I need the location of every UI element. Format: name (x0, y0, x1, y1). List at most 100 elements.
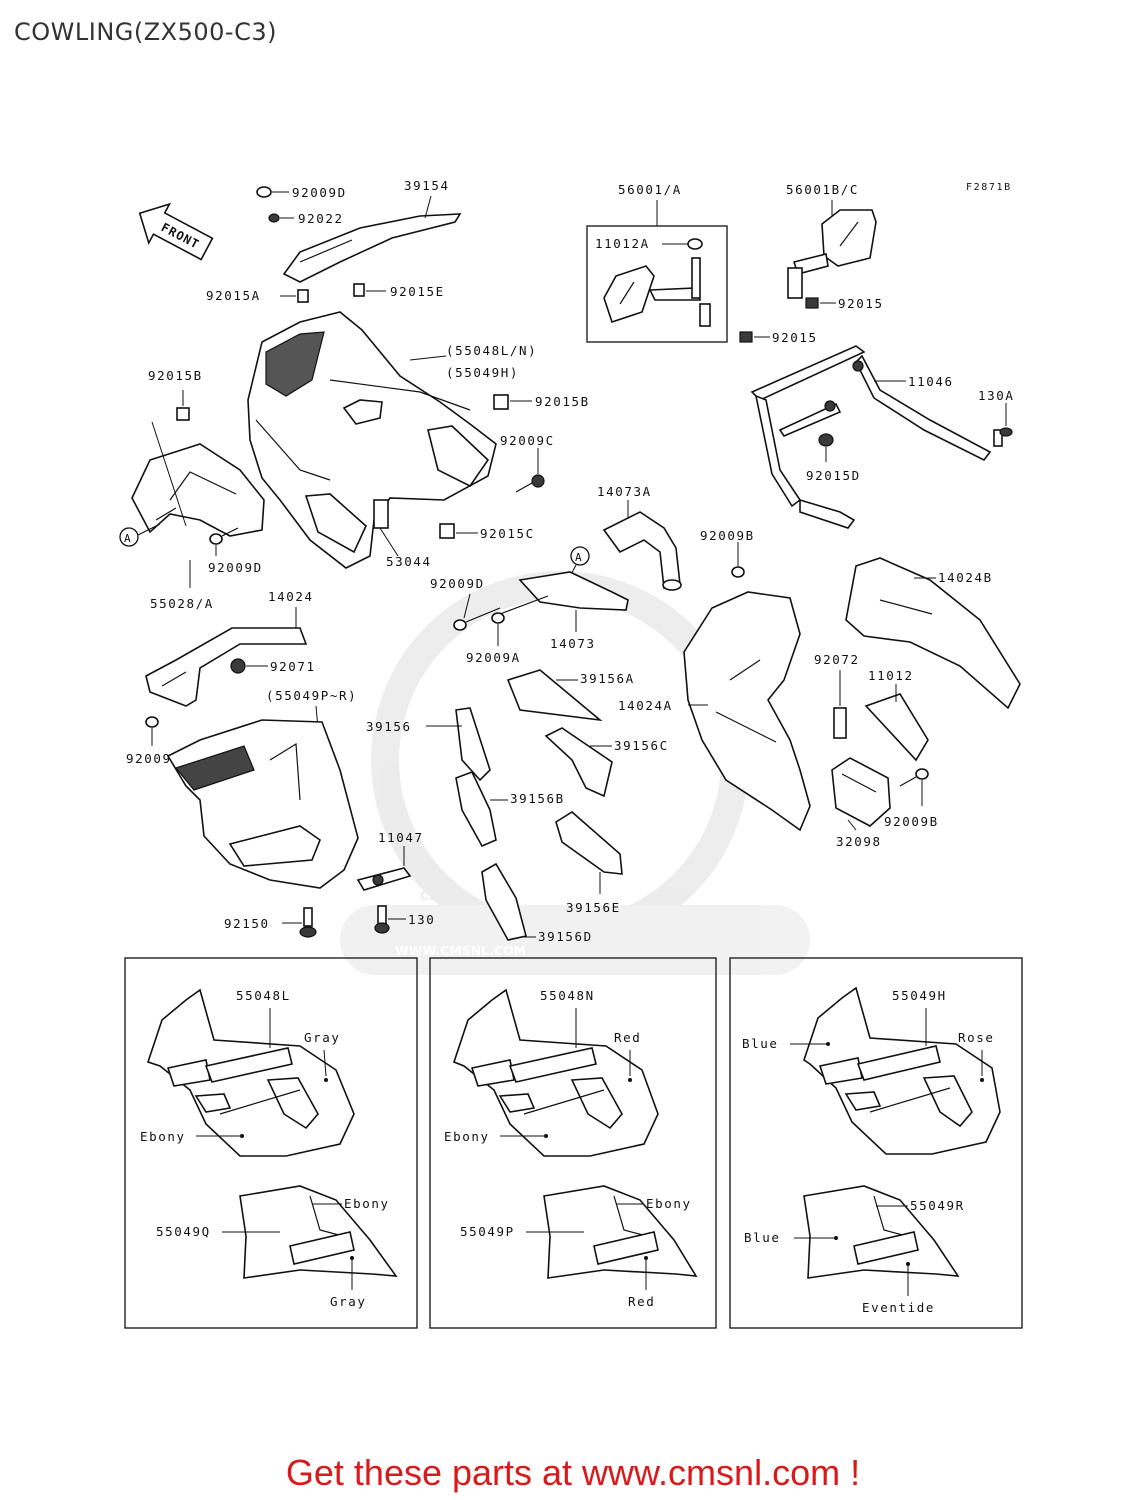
label-39156: 39156 (366, 719, 412, 734)
screw-92009B-b (899, 768, 929, 787)
variant-3-lower-color1: Blue (744, 1230, 781, 1245)
label-39156C: 39156C (614, 738, 669, 753)
variant-3-upper-part: 55049H (892, 988, 947, 1003)
variant-box-2 (429, 957, 717, 1329)
variant-3-lower-part: 55049R (910, 1198, 965, 1213)
screw-92009C (515, 474, 545, 493)
pad-39156C (544, 727, 613, 798)
lid-11012 (864, 693, 929, 762)
mirror-56001BC (787, 209, 877, 299)
label-11012A: 11012A (595, 236, 650, 251)
watermark-brand: CMS (420, 888, 451, 903)
clip-92015B-r (493, 394, 509, 410)
label-39156E: 39156E (566, 900, 621, 915)
nut-92015-r1 (805, 297, 819, 309)
variant-1-lower-color1: Ebony (344, 1196, 390, 1211)
label-32098: 32098 (836, 834, 882, 849)
label-14073A: 14073A (597, 484, 652, 499)
bracket-11046 (750, 345, 992, 529)
label-14073: 14073 (550, 636, 596, 651)
variant-2-lower-part: 55049P (460, 1224, 515, 1239)
cap-11012A (687, 238, 703, 250)
label-92009B-t: 92009B (700, 528, 755, 543)
clip-92015B-l (176, 407, 190, 421)
bolt-130 (374, 905, 390, 934)
label-14024B: 14024B (938, 570, 993, 585)
duct-14073 (499, 571, 629, 615)
label-11012: 11012 (868, 668, 914, 683)
label-92150: 92150 (224, 916, 270, 931)
ref-marker-a-center (570, 546, 590, 566)
windscreen-39154 (282, 213, 462, 283)
label-92015-r2: 92015 (772, 330, 818, 345)
page-title: COWLING(ZX500-C3) (14, 18, 277, 46)
variant-1-upper-cowl (146, 988, 355, 1157)
label-92015D: 92015D (806, 468, 861, 483)
screw-92009B-t (731, 566, 745, 578)
nut-92015A (297, 289, 309, 303)
label-56001BC: 56001B/C (786, 182, 859, 197)
label-11047: 11047 (378, 830, 424, 845)
variant-2-upper-cowl (453, 988, 659, 1157)
nut-92015-r2 (739, 331, 753, 343)
ref-marker-a-left-label: A (124, 532, 131, 545)
label-92009C: 92009C (500, 433, 555, 448)
label-14024: 14024 (268, 589, 314, 604)
label-55028A: 55028/A (150, 596, 214, 611)
variant-3-lower-color2: Eventide (862, 1300, 935, 1315)
pad-39156A (506, 669, 603, 722)
variant-3-upper-color1: Blue (742, 1036, 779, 1051)
variant-2-lower-color2: Red (628, 1294, 655, 1309)
label-92015E: 92015E (390, 284, 445, 299)
label-55049PR: (55049P~R) (266, 688, 357, 703)
variant-2-upper-part: 55048N (540, 988, 595, 1003)
front-arrow-icon: FRONT (138, 202, 214, 261)
label-92009D-c: 92009D (430, 576, 485, 591)
pad-39156D (481, 862, 527, 941)
label-39154: 39154 (404, 178, 450, 193)
footer-link[interactable]: Get these parts at www.cmsnl.com ! (285, 1452, 861, 1493)
label-56001A: 56001/A (618, 182, 682, 197)
variant-1-lower-cowl (239, 1185, 398, 1279)
pad-39156 (455, 707, 491, 782)
variant-3-lower-cowl (803, 1185, 960, 1279)
label-92009: 92009 (126, 751, 172, 766)
label-92015-r1: 92015 (838, 296, 884, 311)
glovebox-32098 (831, 757, 891, 827)
variant-1-upper-base: Ebony (140, 1129, 186, 1144)
inner-cover-14024B (845, 557, 1021, 710)
variant-2-lower-cowl (543, 1185, 698, 1279)
inner-cover-14024 (145, 627, 308, 707)
ref-marker-a-left (119, 527, 139, 547)
variant-2-upper-color: Red (614, 1030, 641, 1045)
label-39156B: 39156B (510, 791, 565, 806)
bracket-11047 (356, 867, 412, 891)
label-55048LN: (55048L/N) (446, 343, 537, 358)
label-92009A: 92009A (466, 650, 521, 665)
variant-1-lower-color2: Gray (330, 1294, 367, 1309)
variant-3-upper-cowl (803, 986, 1001, 1155)
pad-39156E (555, 811, 623, 875)
inner-panel-55028 (131, 443, 265, 537)
screw-92009A (491, 612, 505, 624)
label-92009D-l: 92009D (208, 560, 263, 575)
label-39156D: 39156D (538, 929, 593, 944)
screw-92009D-top (256, 186, 289, 198)
washer-92022 (268, 213, 294, 223)
variant-box-1 (124, 957, 418, 1329)
label-53044: 53044 (386, 554, 432, 569)
label-92022: 92022 (298, 211, 344, 226)
variant-2-upper-base: Ebony (444, 1129, 490, 1144)
screw-92009D-l (209, 527, 239, 545)
screw-92009 (145, 716, 159, 728)
variant-2-lower-color1: Ebony (646, 1196, 692, 1211)
watermark-url: WWW.CMSNL.COM (395, 943, 526, 958)
label-92015B-r: 92015B (535, 394, 590, 409)
label-92071: 92071 (270, 659, 316, 674)
variant-1-lower-part: 55049Q (156, 1224, 211, 1239)
label-92015C: 92015C (480, 526, 535, 541)
variant-1-upper-color: Gray (304, 1030, 341, 1045)
grommet-92071 (230, 658, 246, 674)
duct-14073A (602, 511, 682, 591)
clip-92072 (833, 707, 847, 739)
